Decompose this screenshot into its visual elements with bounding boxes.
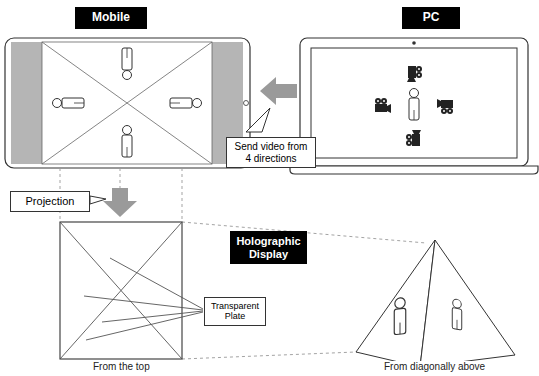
node-text: Mobile	[92, 11, 130, 25]
node-text: Holographic Display	[235, 235, 302, 260]
callout-pointer	[246, 108, 270, 132]
title-tag: PC	[402, 7, 460, 29]
node-text: Projection	[26, 195, 75, 208]
send-arrow	[260, 77, 297, 105]
top-view-display	[60, 222, 203, 359]
projection-arrow	[103, 188, 137, 217]
callout-box: Transparent Plate	[204, 297, 266, 326]
view-caption: From diagonally above	[382, 361, 487, 372]
pyramid-display	[356, 240, 515, 367]
title-tag: Mobile	[75, 7, 147, 29]
callout-box: Projection	[10, 191, 90, 212]
title-tag: Holographic Display	[230, 231, 307, 264]
node-text: Transparent Plate	[209, 301, 261, 322]
mobile-phone	[5, 38, 250, 168]
laptop	[290, 38, 538, 174]
callout-box: Send video from 4 directions	[226, 137, 316, 168]
callout-pointer	[90, 196, 106, 204]
node-text: Send video from 4 directions	[231, 141, 311, 164]
view-caption: From the top	[91, 361, 152, 372]
node-text: PC	[423, 11, 440, 25]
